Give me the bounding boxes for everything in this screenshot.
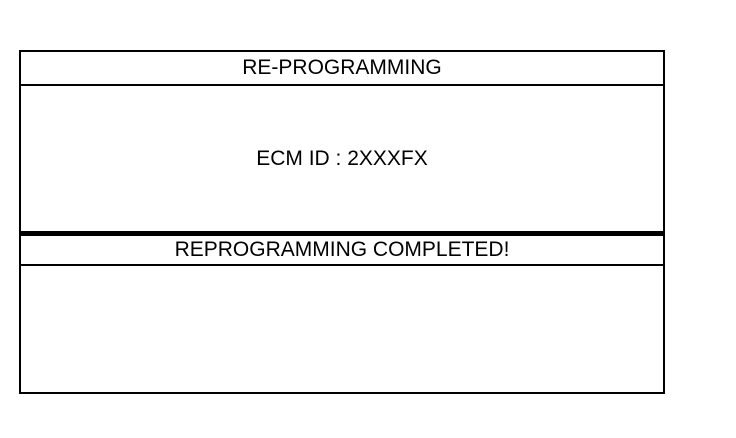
reprogramming-screen: RE-PROGRAMMING ECM ID : 2XXXFX REPROGRAM… [19, 50, 665, 394]
status-message-text: REPROGRAMMING COMPLETED! [174, 238, 510, 261]
ecm-id-label: ECM ID : 2XXXFX [256, 146, 428, 170]
section-divider [21, 231, 663, 236]
screen-title: RE-PROGRAMMING [21, 52, 663, 86]
screen-title-text: RE-PROGRAMMING [242, 56, 442, 79]
empty-content-area [21, 266, 663, 392]
status-message-bar: REPROGRAMMING COMPLETED! [21, 236, 663, 266]
ecm-info-panel: ECM ID : 2XXXFX [21, 86, 663, 231]
